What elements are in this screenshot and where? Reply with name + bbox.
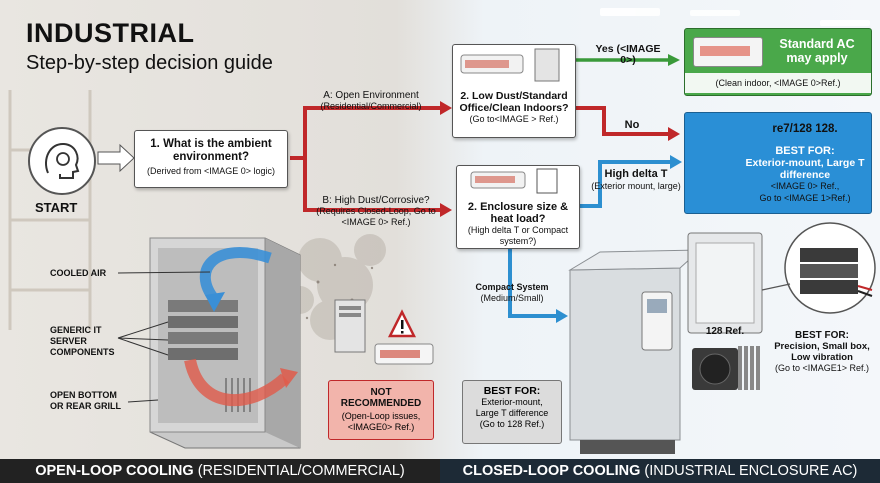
peltier-module	[761, 222, 876, 314]
industrial-enclosure	[568, 249, 702, 454]
dust-cloud	[286, 234, 386, 340]
blue-box-note-1: <IMAGE 0> Ref.,	[770, 181, 840, 191]
server-components-label: GENERIC IT SERVER COMPONENTS	[50, 325, 115, 357]
best-for-left-box: BEST FOR: Exterior-mount, Large T differ…	[462, 380, 562, 444]
blue-box-ref: re7/128 128.	[772, 123, 838, 135]
question-3-note: (High delta T or Compact system?)	[467, 225, 569, 246]
footer-right-rest: (INDUSTRIAL ENCLOSURE AC)	[640, 463, 858, 479]
best-right-text: Precision, Small box, Low vibration	[774, 341, 870, 363]
shelving-decor	[8, 90, 92, 330]
compact-title: Compact System	[475, 282, 549, 292]
best-left-text: Exterior-mount, Large T difference	[475, 397, 549, 418]
closed-loop-result-box: re7/128 128. BEST FOR: Exterior-mount, L…	[684, 112, 872, 214]
ref-128-label: 128 Ref.	[705, 326, 745, 337]
blue-box-text: Exterior-mount, Large T difference	[745, 157, 865, 181]
footer-left-bold: OPEN-LOOP COOLING	[35, 463, 194, 479]
best-left-note: (Go to 128 Ref.)	[479, 419, 545, 429]
footer-right: CLOSED-LOOP COOLING (INDUSTRIAL ENCLOSUR…	[440, 459, 880, 483]
start-node	[28, 127, 96, 195]
compact-label: Compact System (Medium/Small)	[462, 282, 562, 304]
footer-right-bold: CLOSED-LOOP COOLING	[462, 463, 641, 479]
high-delta-note: (Exterior mount, large)	[591, 181, 681, 191]
question-2-title: 2. Low Dust/Standard Office/Clean Indoor…	[459, 90, 569, 114]
standard-ac-title: Standard AC may apply	[779, 37, 855, 65]
head-gear-icon	[45, 142, 80, 179]
branch-a-title: A: Open Environment	[323, 90, 419, 101]
footer-left-rest: (RESIDENTIAL/COMMERCIAL)	[193, 463, 405, 479]
question-1-box: 1. What is the ambient environment? (Der…	[134, 130, 288, 188]
best-right-title: BEST FOR:	[795, 330, 849, 341]
not-recommended-title: NOT RECOMMENDED	[340, 387, 422, 409]
branch-a: A: Open Environment (Residential/Commerc…	[305, 90, 437, 112]
footer-left: OPEN-LOOP COOLING (RESIDENTIAL/COMMERCIA…	[0, 459, 440, 483]
electrical-box	[687, 232, 763, 334]
best-right-note: (Go to <IMAGE1> Ref.)	[774, 363, 870, 373]
not-recommended-box: NOT RECOMMENDED (Open-Loop issues, <IMAG…	[328, 380, 434, 440]
best-left-title: BEST FOR:	[483, 385, 541, 397]
not-recommended-note: (Open-Loop issues, <IMAGE0> Ref.)	[341, 411, 421, 432]
question-2-box: 2. Low Dust/Standard Office/Clean Indoor…	[452, 44, 576, 138]
standard-ac-box: Standard AC may apply (Clean indoor, <IM…	[684, 28, 872, 96]
branch-b: B: High Dust/Corrosive? (Requires Closed…	[312, 195, 440, 228]
page-subtitle: Step-by-step decision guide	[26, 52, 273, 74]
ac-and-tower-icon	[460, 48, 560, 82]
yes-label: Yes (<IMAGE 0>)	[595, 43, 661, 66]
wall-ac-unit	[374, 343, 434, 365]
start-label: START	[35, 200, 78, 215]
question-1-note: (Derived from <IMAGE 0> logic)	[146, 166, 276, 176]
open-bottom-label: OPEN BOTTOM OR REAR GRILL	[50, 390, 121, 411]
page-title: INDUSTRIAL	[26, 18, 195, 48]
question-2-note: (Go to<IMAGE > Ref.)	[469, 114, 559, 124]
cooled-air-label: COOLED AIR	[50, 268, 107, 278]
standard-ac-note: (Clean indoor, <IMAGE 0>Ref.)	[685, 73, 871, 93]
question-3-box: 2. Enclosure size & heat load? (High del…	[456, 165, 580, 249]
warning-icon	[387, 309, 417, 338]
small-server-tower	[334, 299, 366, 353]
no-label: No	[624, 119, 640, 131]
ac-unit-icon	[693, 37, 763, 67]
blue-box-note-2: Go to <IMAGE 1>Ref.)	[759, 193, 851, 203]
enclosure-ac-icon	[470, 168, 558, 194]
heatsink-fan	[692, 346, 760, 390]
branch-b-title: B: High Dust/Corrosive?	[322, 195, 430, 206]
compact-note: (Medium/Small)	[480, 293, 544, 303]
branch-a-note: (Residential/Commercial)	[320, 101, 422, 111]
question-3-title: 2. Enclosure size & heat load?	[467, 201, 569, 225]
best-for-right: BEST FOR: Precision, Small box, Low vibr…	[770, 330, 874, 374]
cooled-air-flow	[199, 247, 272, 304]
branch-b-note: (Requires Closed-Loop, Go to <IMAGE 0> R…	[316, 206, 436, 227]
question-1-title: 1. What is the ambient environment?	[150, 138, 272, 163]
blue-box-best: BEST FOR:	[775, 145, 835, 157]
hot-air-flow	[184, 358, 290, 407]
high-delta-title: High delta T	[604, 168, 668, 180]
high-delta-label: High delta T (Exterior mount, large)	[588, 168, 684, 192]
ceiling-lights	[600, 8, 870, 26]
